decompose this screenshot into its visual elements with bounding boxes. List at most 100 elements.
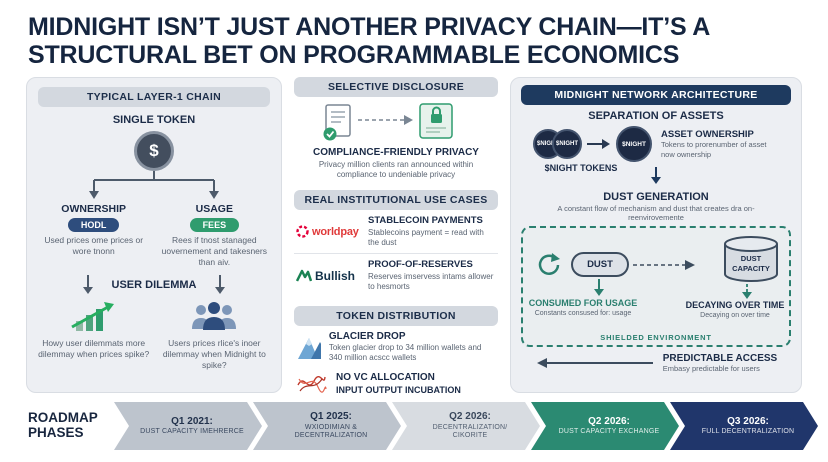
roadmap-label: ROADMAP PHASES — [28, 410, 98, 440]
bullish-wordmark: Bullish — [315, 268, 356, 283]
arrow-down-icon — [214, 275, 225, 295]
shielded-environment-box: DUST DUST CAPACITY CONS — [521, 225, 791, 347]
selective-disclosure-section: SELECTIVE DISCLOSURE COMPLIANCE-FRIENDLY… — [294, 77, 498, 181]
night-coin-icon: $NIGHT — [552, 129, 582, 159]
svg-text:DUST: DUST — [741, 254, 762, 263]
consumed-title: CONSUMED FOR USAGE — [528, 297, 638, 308]
token-distribution-header: TOKEN DISTRIBUTION — [294, 305, 498, 326]
roadmap-timeline: ROADMAP PHASES Q1 2021: DUST CAPACITY IM… — [0, 402, 828, 450]
middle-column: SELECTIVE DISCLOSURE COMPLIANCE-FRIENDLY… — [294, 77, 498, 395]
branch-arrows-icon — [89, 171, 219, 199]
bullish-mark-icon — [296, 269, 312, 282]
dilemma-right: Users prices rlice's inoer dilemmay when… — [159, 299, 270, 371]
compliance-docs-icon — [323, 103, 453, 141]
dilemma-left-caption: Howy user dilemmats more dilemmay when p… — [38, 338, 150, 360]
stablecoin-title: STABLECOIN PAYMENTS — [368, 214, 483, 226]
decaying-caption: Decaying on over time — [700, 312, 770, 320]
consumed-block: CONSUMED FOR USAGE Constants consused fo… — [527, 298, 639, 319]
asset-ownership-title: ASSET OWNERSHIP — [661, 129, 754, 141]
user-dilemma-heading: USER DILEMMA — [111, 279, 197, 292]
flow-down-arrow — [521, 167, 791, 190]
night-tokens-label: $NIGHT TOKENS — [544, 163, 618, 173]
timeline-chevrons: Q1 2021: DUST CAPACITY IMEHRERCE Q1 2025… — [114, 402, 818, 450]
night-coin-icon: $NIGHT — [616, 126, 652, 162]
dust-generation-heading: DUST GENERATION — [603, 191, 709, 203]
timeline-phase-3: Q2 2026: DECENTRALIZATION/ CIKORITE — [392, 402, 540, 450]
compliance-caption: Privacy million clients ran announced wi… — [318, 160, 474, 180]
timeline-phase-4: Q2 2026: DUST CAPACITY EXCHANGE — [531, 402, 679, 450]
no-vc-text: NO VC ALLOCATION INPUT OUTPUT INCUBATION — [336, 372, 461, 395]
dashed-arrow-right-icon — [633, 259, 695, 270]
predictable-access-caption: Embasy predictable for users — [662, 363, 760, 373]
decaying-block: DECAYING OVER TIME Decaying on over time — [683, 300, 787, 321]
arrow-down-icon — [651, 167, 661, 184]
ownership-caption: Used prices ome prices or wore tnonn — [44, 235, 144, 257]
token-distribution-section: TOKEN DISTRIBUTION GLACIER DROP Token gl… — [294, 305, 498, 400]
users-group-icon — [192, 302, 237, 331]
worldpay-text: STABLECOIN PAYMENTS Stablecoins payment … — [368, 214, 496, 248]
usage-label: USAGE — [195, 203, 233, 215]
token-split-row: OWNERSHIP HODL Used prices ome prices or… — [38, 203, 270, 268]
no-vc-title: NO VC ALLOCATION — [336, 372, 435, 384]
glacier-icon — [298, 337, 321, 359]
typical-layer1-panel: TYPICAL LAYER-1 CHAIN SINGLE TOKEN $ OWN… — [26, 77, 282, 393]
svg-text:CAPACITY: CAPACITY — [732, 264, 770, 273]
predictable-access-row: PREDICTABLE ACCESS Embasy predictable fo… — [521, 353, 791, 373]
dilemma-columns: Howy user dilemmats more dilemmay when p… — [38, 299, 270, 371]
network-architecture-panel: MIDNIGHT NETWORK ARCHITECTURE SEPARATION… — [510, 77, 802, 393]
arrow-left-icon — [536, 357, 653, 368]
reserves-title: PROOF-OF-RESERVES — [368, 258, 473, 270]
dust-node: DUST — [571, 251, 629, 277]
stablecoin-caption: Stablecoins payment = read with the dust — [368, 227, 484, 247]
dashed-arrow-down-icon — [742, 283, 752, 299]
glacier-row: GLACIER DROP Token glacier drop to 34 mi… — [294, 326, 498, 366]
selective-disclosure-header: SELECTIVE DISCLOSURE — [294, 77, 498, 97]
worldpay-row: worldpay STABLECOIN PAYMENTS Stablecoins… — [294, 210, 498, 253]
bullish-row: Bullish PROOF-OF-RESERVES Reserves imser… — [294, 252, 498, 297]
glacier-title: GLACIER DROP — [328, 330, 406, 342]
columns-container: TYPICAL LAYER-1 CHAIN SINGLE TOKEN $ OWN… — [0, 73, 828, 395]
use-cases-section: REAL INSTITUTIONAL USE CASES worldpay ST… — [294, 189, 498, 297]
usage-caption: Rees if tnost stanaged uovernement and t… — [161, 235, 267, 268]
consumed-caption: Constants consused for: usage — [534, 310, 632, 318]
fees-badge: FEES — [189, 218, 240, 232]
teal-arrow-down-icon — [594, 278, 604, 296]
growth-chart-icon — [70, 302, 114, 332]
ownership-block: OWNERSHIP HODL Used prices ome prices or… — [38, 203, 149, 268]
arrow-down-icon — [83, 275, 93, 295]
right-panel-header: MIDNIGHT NETWORK ARCHITECTURE — [521, 85, 791, 105]
dollar-coin-icon: $ — [134, 131, 174, 171]
dilemma-left: Howy user dilemmats more dilemmay when p… — [38, 299, 149, 371]
single-token-label: SINGLE TOKEN — [112, 114, 196, 126]
shielded-environment-label: SHIELDED ENVIRONMENT — [600, 332, 712, 342]
compliance-title: COMPLIANCE-FRIENDLY PRIVACY — [313, 147, 479, 158]
timeline-phase-5: Q3 2026: FULL DECENTRALIZATION — [670, 402, 818, 450]
night-coins-pair: $NIGHT $NIGHT — [533, 129, 582, 159]
incubation-subtitle: INPUT OUTPUT INCUBATION — [336, 385, 461, 396]
cycle-arrow-icon — [538, 252, 560, 275]
asset-ownership-block: ASSET OWNERSHIP Tokens to prorenumber of… — [661, 129, 779, 159]
glacier-caption: Token glacier drop to 34 million wallets… — [328, 342, 482, 362]
usage-block: USAGE FEES Rees if tnost stanaged uovern… — [159, 203, 270, 268]
arrow-right-icon — [587, 139, 610, 149]
worldpay-wordmark: worldpay — [312, 225, 359, 238]
user-dilemma-row: USER DILEMMA — [38, 275, 270, 295]
separation-heading: SEPARATION OF ASSETS — [588, 110, 724, 122]
dollar-symbol: $ — [149, 141, 159, 160]
left-panel-header: TYPICAL LAYER-1 CHAIN — [38, 87, 270, 107]
use-cases-header: REAL INSTITUTIONAL USE CASES — [294, 189, 498, 210]
dust-generation-caption: A constant flow of mechanism and dust th… — [557, 204, 755, 223]
timeline-phase-2: Q1 2025: WXIODIMIAN & DECENTRALIZATION — [253, 402, 401, 450]
reserves-caption: Reserves imservess intams allower to hes… — [368, 271, 494, 291]
bullish-text: PROOF-OF-RESERVES Reserves imservess int… — [368, 258, 496, 292]
predictable-access-title: PREDICTABLE ACCESS — [662, 352, 778, 364]
page-title: MIDNIGHT ISN’T JUST ANOTHER PRIVACY CHAI… — [28, 13, 710, 69]
dust-capacity-cylinder: DUST CAPACITY — [724, 235, 778, 282]
ownership-label: OWNERSHIP — [61, 203, 127, 215]
decaying-title: DECAYING OVER TIME — [685, 299, 785, 310]
glacier-text: GLACIER DROP Token glacier drop to 34 mi… — [329, 331, 496, 363]
timeline-phase-1: Q1 2021: DUST CAPACITY IMEHRERCE — [114, 402, 262, 450]
separation-row: $NIGHT $NIGHT $NIGHT ASSET OWNERSHIP Tok… — [521, 126, 791, 162]
bullish-logo: Bullish — [296, 269, 362, 283]
